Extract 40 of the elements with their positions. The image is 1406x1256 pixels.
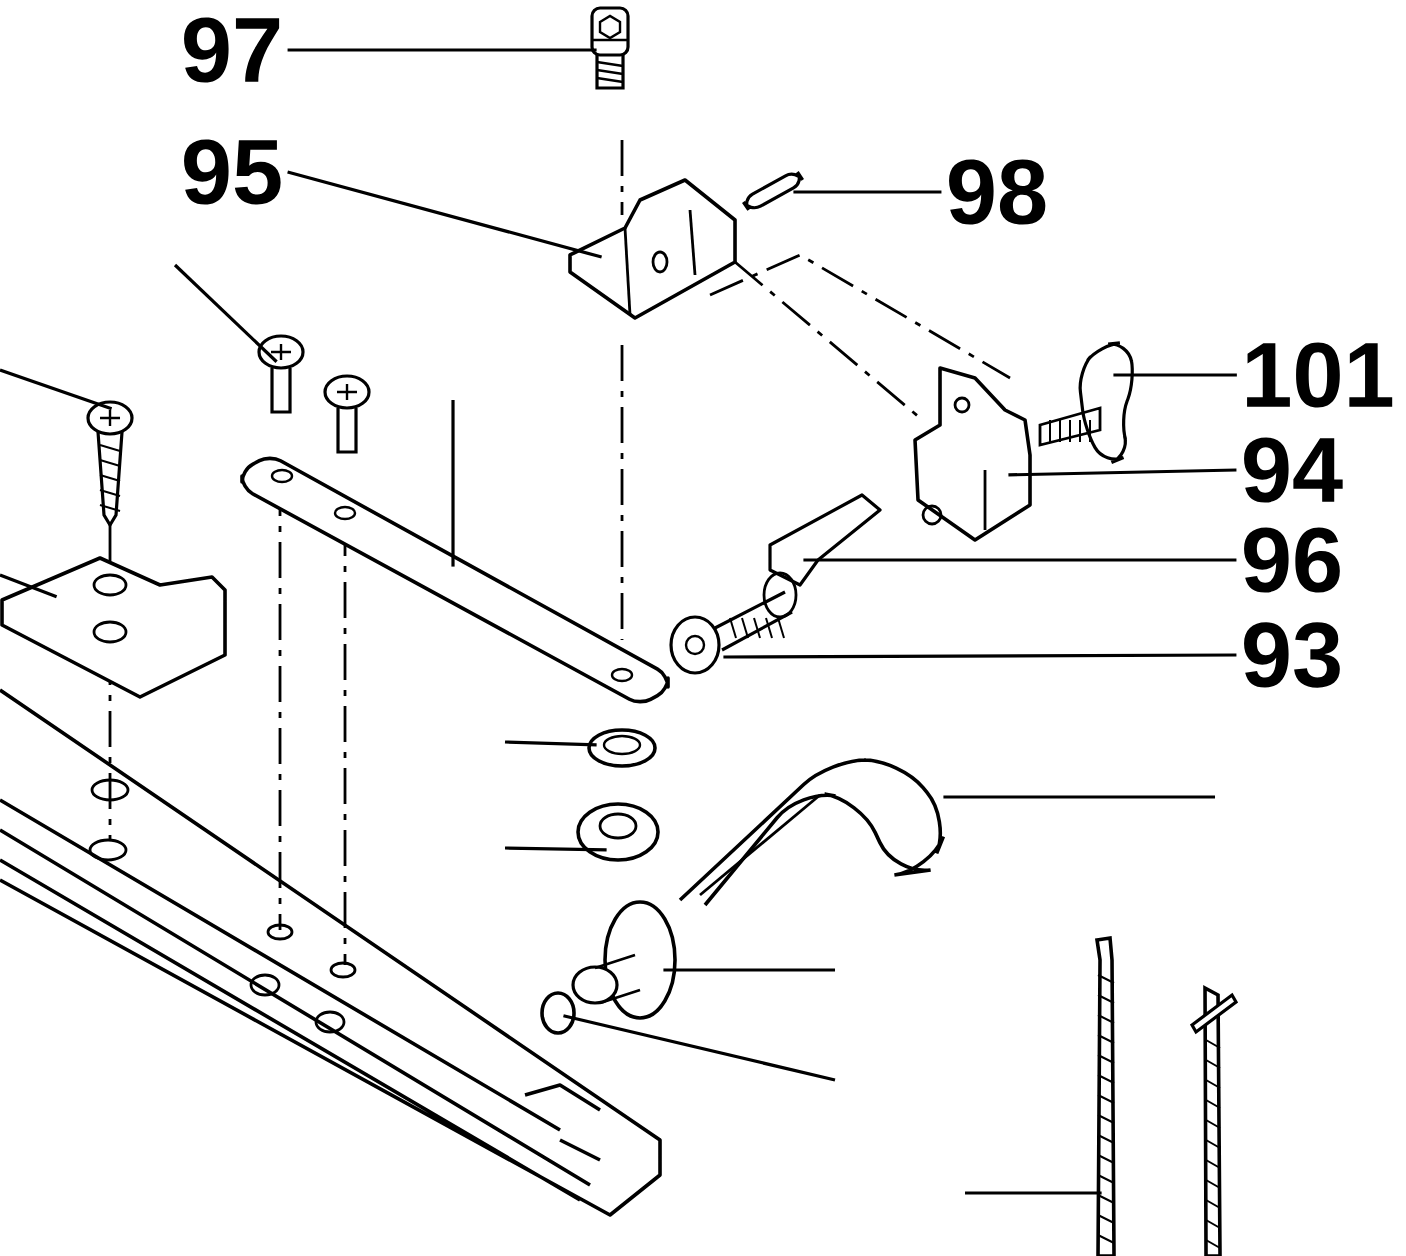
leader-line [1113,373,1237,377]
leader-line [793,190,942,194]
leader-line [1008,468,1237,477]
leader-line [451,400,455,567]
leader-line [0,573,58,599]
bar-drawing [240,456,670,704]
leader-line [0,368,113,411]
leader-line [287,170,603,259]
ring-drawing [540,991,576,1035]
screw-drawing [257,334,371,454]
leader-line [723,653,1237,659]
callout-number: 101 [1247,342,1393,408]
callout-number: 96 [1244,527,1340,593]
leader-line [173,263,278,363]
leader-line [943,795,1215,799]
bracket-drawing [0,556,227,699]
callout-number: 94 [1244,437,1343,503]
leader-line [504,740,597,747]
lock-washer-drawing [587,728,657,768]
bracket-drawing [568,178,737,320]
callout-number: 93 [1244,622,1340,688]
leader-line [965,1191,1102,1195]
leader-line [563,1014,836,1082]
leader-line [504,846,607,852]
leader-line [803,558,1237,562]
screw-drawing [669,590,794,675]
callout-number: 95 [184,139,281,205]
screw-drawing [590,6,630,90]
disc-drawing [571,900,677,1020]
block-drawing [913,366,1032,542]
nut-drawing [576,802,660,862]
callout-number: 97 [184,17,280,83]
screw-drawing [86,400,134,529]
callout-number: 98 [949,159,1046,225]
pin-drawing [741,170,805,212]
leader-line [287,48,597,52]
knob-drawing [1038,341,1134,465]
wire-clamp-drawing [678,758,946,907]
clip-drawing [762,493,882,619]
leader-line [663,968,835,972]
